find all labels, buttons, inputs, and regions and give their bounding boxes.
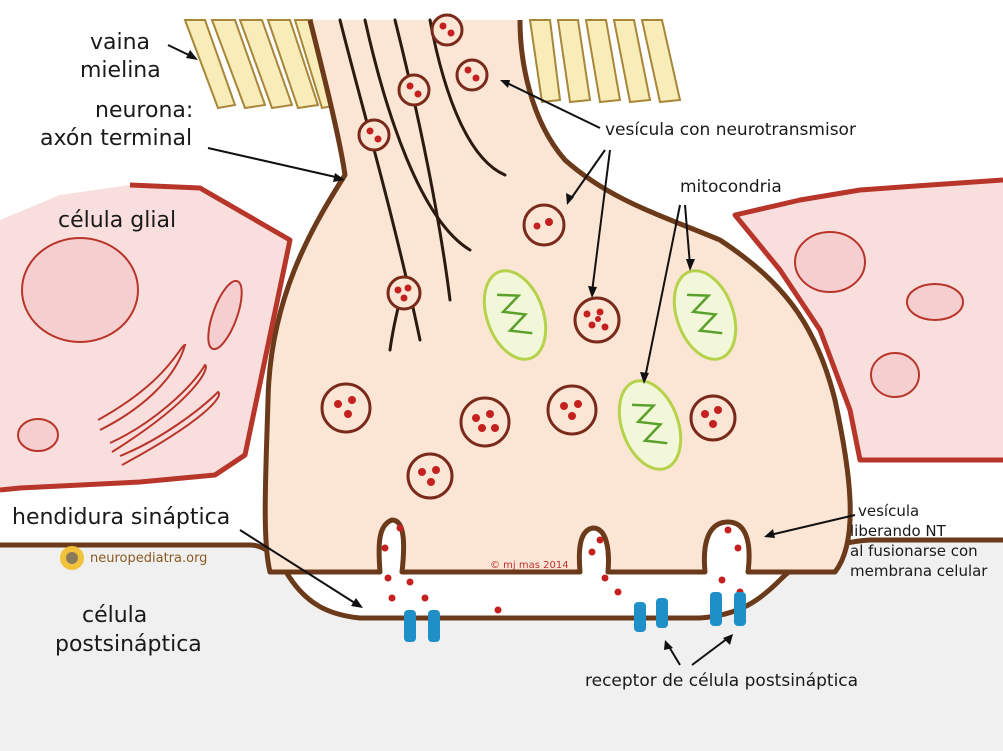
glial-right-body-2 <box>871 353 919 397</box>
brain-logo-icon <box>60 546 84 570</box>
label-vesicula-liberando-3: al fusionarse con <box>850 542 978 561</box>
myelin-sheath-right <box>530 20 680 102</box>
label-receptor: receptor de célula postsináptica <box>585 672 858 692</box>
copyright: © mj mas 2014 <box>490 560 569 572</box>
glial-nucleus <box>22 238 138 342</box>
label-mitocondria: mitocondria <box>680 178 782 198</box>
label-vesicula-liberando-2: liberando NT <box>850 522 946 541</box>
glial-small-body <box>18 419 58 451</box>
glial-right-body-1 <box>907 284 963 320</box>
logo-text: neuropediatra.org <box>90 551 207 566</box>
label-neurona-line1: neurona: <box>95 98 193 123</box>
label-vesicula-liberando-4: membrana celular <box>850 562 987 581</box>
label-celula-glial: célula glial <box>58 208 176 233</box>
label-postsinaptica-line2: postsináptica <box>55 632 202 657</box>
neuropediatra-logo: neuropediatra.org <box>60 546 207 570</box>
label-postsinaptica-line1: célula <box>82 603 147 628</box>
label-vesicula-nt: vesícula con neurotransmisor <box>605 121 856 141</box>
label-vaina-line1: vaina <box>90 30 150 55</box>
label-vaina-line2: mielina <box>80 58 161 83</box>
label-hendidura: hendidura sináptica <box>12 505 230 530</box>
label-vesicula-liberando-1: vesícula <box>858 502 919 521</box>
label-neurona-line2: axón terminal <box>40 126 192 151</box>
glial-right-nucleus <box>795 232 865 292</box>
axon-terminal <box>265 20 850 572</box>
